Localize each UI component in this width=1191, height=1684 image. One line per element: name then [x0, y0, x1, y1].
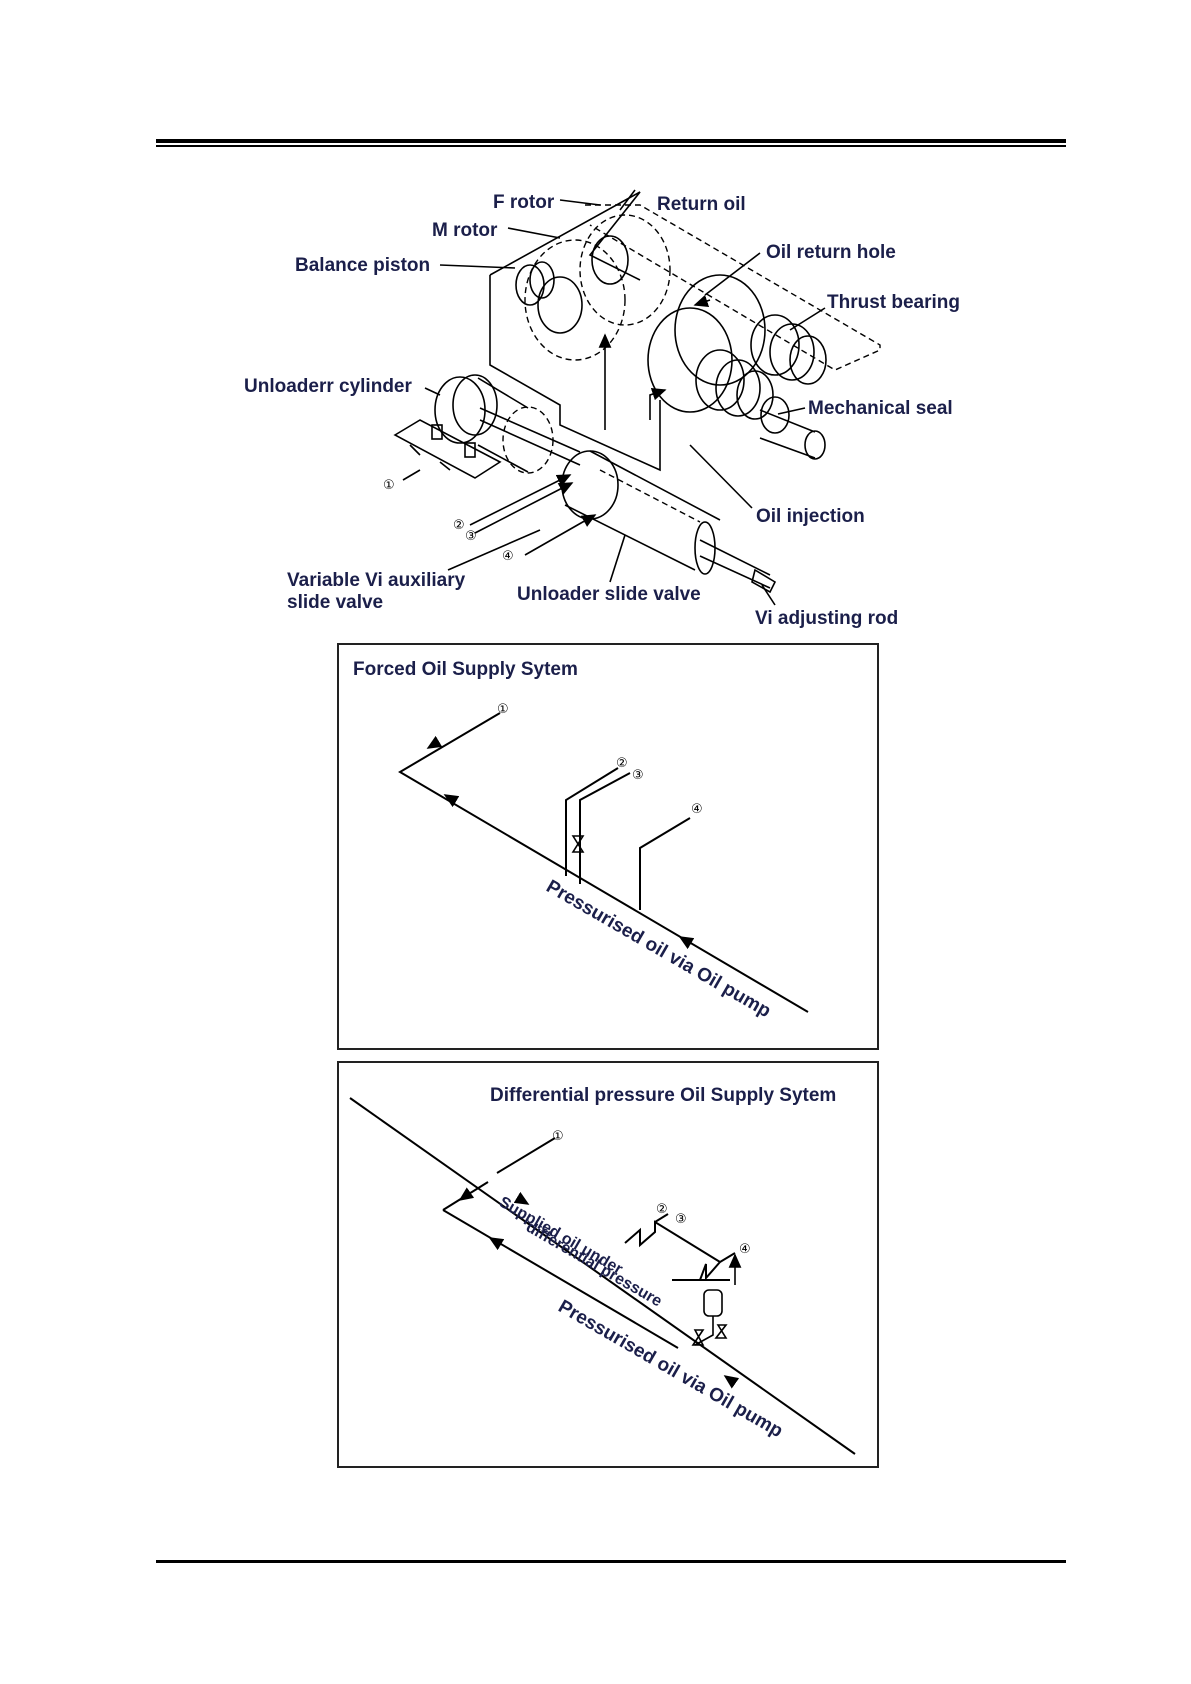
balance-piston-part	[515, 264, 545, 306]
leader-balance-piston	[439, 264, 516, 269]
m-rotor-disc	[524, 239, 626, 361]
forced-marker-3: ③	[632, 768, 644, 783]
differential-marker-1: ①	[552, 1129, 564, 1144]
f-rotor-hub	[591, 235, 629, 285]
housing-frame-front	[489, 275, 661, 472]
compressor-marker-3: ③	[465, 529, 477, 544]
differential-marker-2: ②	[656, 1202, 668, 1217]
label-f-rotor: F rotor	[493, 192, 555, 213]
leader-unloader-slide-valve	[609, 534, 626, 583]
label-mechanical-seal: Mechanical seal	[808, 398, 953, 419]
oil-line-4	[524, 514, 597, 556]
drive-shaft	[759, 409, 816, 459]
oil-line-2	[469, 474, 572, 526]
compressor-marker-1: ①	[383, 478, 395, 493]
leader-thrust-bearing	[789, 307, 826, 331]
label-oil-injection: Oil injection	[756, 506, 865, 527]
f-rotor-disc	[579, 214, 671, 326]
label-vi-adjusting-rod: Vi adjusting rod	[755, 608, 898, 629]
leader-m-rotor	[507, 227, 561, 239]
differential-main-pipe	[349, 1097, 856, 1455]
housing-top-outline	[585, 204, 881, 371]
compressor-illustration	[393, 189, 881, 606]
label-thrust-bearing: Thrust bearing	[827, 292, 960, 313]
differential-branch-1	[496, 1137, 556, 1174]
rear-rotor-housing	[674, 274, 766, 386]
label-variable-vi-line1: Variable Vi auxiliary	[287, 570, 466, 591]
m-rotor-hub	[537, 276, 583, 334]
label-unloader-slide-valve: Unloader slide valve	[517, 584, 701, 605]
return-oil-pointer	[619, 189, 636, 211]
header-rule	[156, 139, 1066, 143]
differential-loop-lower	[442, 1209, 679, 1349]
compressor-marker-4: ④	[502, 549, 514, 564]
oil-injection-line	[649, 387, 667, 420]
forced-oil-panel	[337, 643, 879, 1050]
compressor-marker-2: ②	[453, 518, 465, 533]
housing-frame-left	[489, 191, 641, 281]
differential-valve-icon	[691, 1329, 705, 1346]
leader-f-rotor	[559, 199, 601, 206]
footer-rule	[156, 1560, 1066, 1563]
forced-branch-4	[639, 817, 691, 910]
leader-unloader-cylinder	[424, 387, 441, 396]
differential-panel-title: Differential pressure Oil Supply Sytem	[490, 1085, 836, 1106]
leader-oil-injection	[689, 444, 753, 509]
piston-rod	[479, 407, 581, 466]
differential-oil-panel	[337, 1061, 879, 1468]
leader-oil-return-hole	[704, 252, 761, 296]
leader-variable-vi	[447, 529, 541, 571]
label-variable-vi-line2: slide valve	[287, 592, 383, 613]
mechanical-seal-part	[760, 396, 790, 434]
vi-adjusting-rod-part	[699, 539, 771, 589]
differential-marker-3: ③	[675, 1212, 687, 1227]
label-oil-return-hole: Oil return hole	[766, 242, 896, 263]
forced-marker-2: ②	[616, 756, 628, 771]
forced-valve-icon	[571, 835, 585, 853]
forced-panel-title: Forced Oil Supply Sytem	[353, 659, 578, 680]
forced-branch-2	[565, 767, 619, 876]
thrust-bearing-part	[750, 314, 800, 376]
label-m-rotor: M rotor	[432, 220, 498, 241]
forced-main-pipe	[398, 712, 809, 1013]
forced-marker-1: ①	[497, 702, 509, 717]
header-rule-thin	[156, 145, 1066, 147]
differential-zigzag-23	[624, 1220, 721, 1263]
differential-piping	[349, 1097, 856, 1455]
oil-manifold	[393, 419, 502, 479]
differential-zigzag-b	[699, 1252, 736, 1281]
leader-mechanical-seal	[777, 407, 806, 415]
label-return-oil: Return oil	[657, 194, 746, 215]
forced-marker-4: ④	[691, 802, 703, 817]
differential-marker-4: ④	[739, 1242, 751, 1257]
forced-branch-3	[579, 772, 631, 884]
forced-piping	[398, 712, 809, 1013]
label-unloader-cylinder: Unloaderr cylinder	[244, 376, 412, 397]
oil-line-3	[474, 482, 574, 534]
oil-return-arrow	[693, 294, 711, 308]
leader-marker-1	[402, 469, 421, 481]
leader-vi-adjusting-rod	[761, 584, 776, 606]
label-balance-piston: Balance piston	[295, 255, 430, 276]
